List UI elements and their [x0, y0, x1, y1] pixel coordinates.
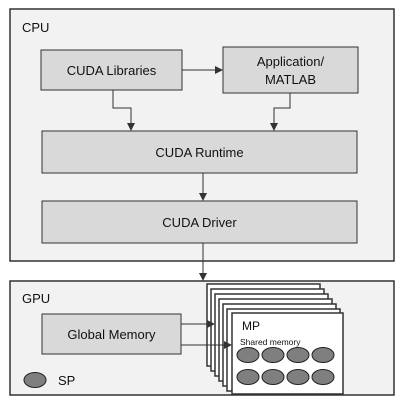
- sp-unit: [311, 369, 335, 385]
- cuda-libraries-box: [40, 49, 183, 91]
- global-memory-label: Global Memory: [67, 327, 156, 342]
- cuda-libraries-label: CUDA Libraries: [67, 63, 157, 78]
- shared-memory-label: Shared memory: [240, 337, 301, 347]
- sp-unit: [311, 347, 335, 363]
- arrow-libraries-to-runtime: [112, 90, 135, 131]
- sp-legend-label: SP: [58, 373, 75, 388]
- sp-unit: [286, 369, 310, 385]
- sp-unit: [236, 369, 260, 385]
- application-label-line2: MATLAB: [265, 72, 316, 87]
- mp-label: MP: [242, 319, 260, 333]
- cuda-runtime-box: [41, 130, 358, 174]
- sp-unit: [236, 347, 260, 363]
- sp-legend-icon: [23, 372, 47, 388]
- sp-grid: [236, 347, 335, 385]
- application-box: [222, 46, 359, 94]
- global-memory-box: [41, 313, 182, 355]
- application-label-line1: Application/: [257, 54, 325, 69]
- sp-unit: [286, 347, 310, 363]
- sp-unit: [261, 347, 285, 363]
- cuda-driver-label: CUDA Driver: [162, 215, 237, 230]
- sp-unit: [261, 369, 285, 385]
- cuda-driver-box: [41, 200, 358, 244]
- arrow-application-to-runtime: [270, 93, 291, 131]
- cuda-runtime-label: CUDA Runtime: [155, 145, 243, 160]
- cpu-label: CPU: [22, 20, 49, 35]
- gpu-label: GPU: [22, 291, 50, 306]
